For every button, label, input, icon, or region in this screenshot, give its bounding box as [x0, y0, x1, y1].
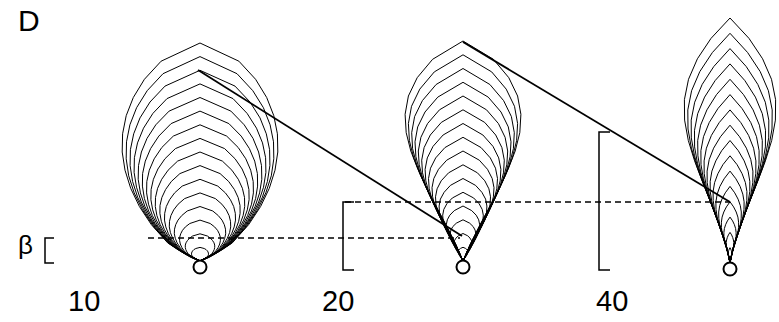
bracket [45, 238, 54, 263]
contour-line [418, 96, 507, 261]
age-number: 10 [68, 287, 100, 316]
bracket [343, 202, 354, 270]
contour-line [429, 137, 498, 261]
contour-line [695, 64, 766, 263]
contour-line [169, 193, 230, 261]
contour-line [415, 82, 511, 261]
contour-group [122, 18, 775, 263]
contour-line [684, 18, 775, 263]
origin-dot [457, 261, 470, 274]
origin-dot [724, 263, 737, 276]
contour-line [724, 217, 736, 263]
bracket [599, 132, 610, 270]
parameter-symbol: β [18, 232, 33, 258]
solid-line [463, 42, 730, 202]
contour-line [439, 179, 487, 262]
contour-line [726, 232, 734, 263]
contour-line [422, 110, 505, 261]
contour-line [691, 49, 769, 263]
contour-line [126, 57, 274, 261]
contour-line [688, 33, 772, 263]
dashed-line [345, 201, 730, 203]
contour-line [716, 171, 744, 263]
contour-line [713, 156, 747, 263]
contour-line [122, 43, 278, 261]
solid-line [198, 70, 462, 236]
age-number: 20 [322, 287, 354, 316]
guide-lines [45, 42, 730, 270]
contour-line [425, 124, 501, 262]
contour-line [446, 206, 479, 261]
contour-line [174, 207, 225, 262]
dashed-line [148, 237, 460, 239]
contour-line [147, 125, 254, 261]
origin-dots [194, 261, 737, 276]
panel-letter: D [18, 6, 40, 36]
contour-line [701, 95, 759, 263]
contour-line [165, 179, 236, 261]
contour-line [160, 166, 240, 261]
age-number: 40 [596, 287, 628, 316]
contour-line [130, 70, 270, 261]
contour-line [698, 79, 763, 263]
contour-line [138, 98, 262, 262]
contour-line [134, 84, 266, 261]
contour-line [412, 69, 515, 262]
contour-line [707, 125, 753, 263]
contour-line [151, 138, 249, 261]
contour-line [408, 55, 517, 261]
contour-line [436, 165, 491, 261]
contour-line [405, 41, 521, 261]
contour-line [155, 152, 244, 261]
origin-dot [194, 261, 207, 274]
contour-line [704, 110, 756, 263]
contour-line [721, 202, 738, 263]
contour-line [432, 151, 494, 261]
